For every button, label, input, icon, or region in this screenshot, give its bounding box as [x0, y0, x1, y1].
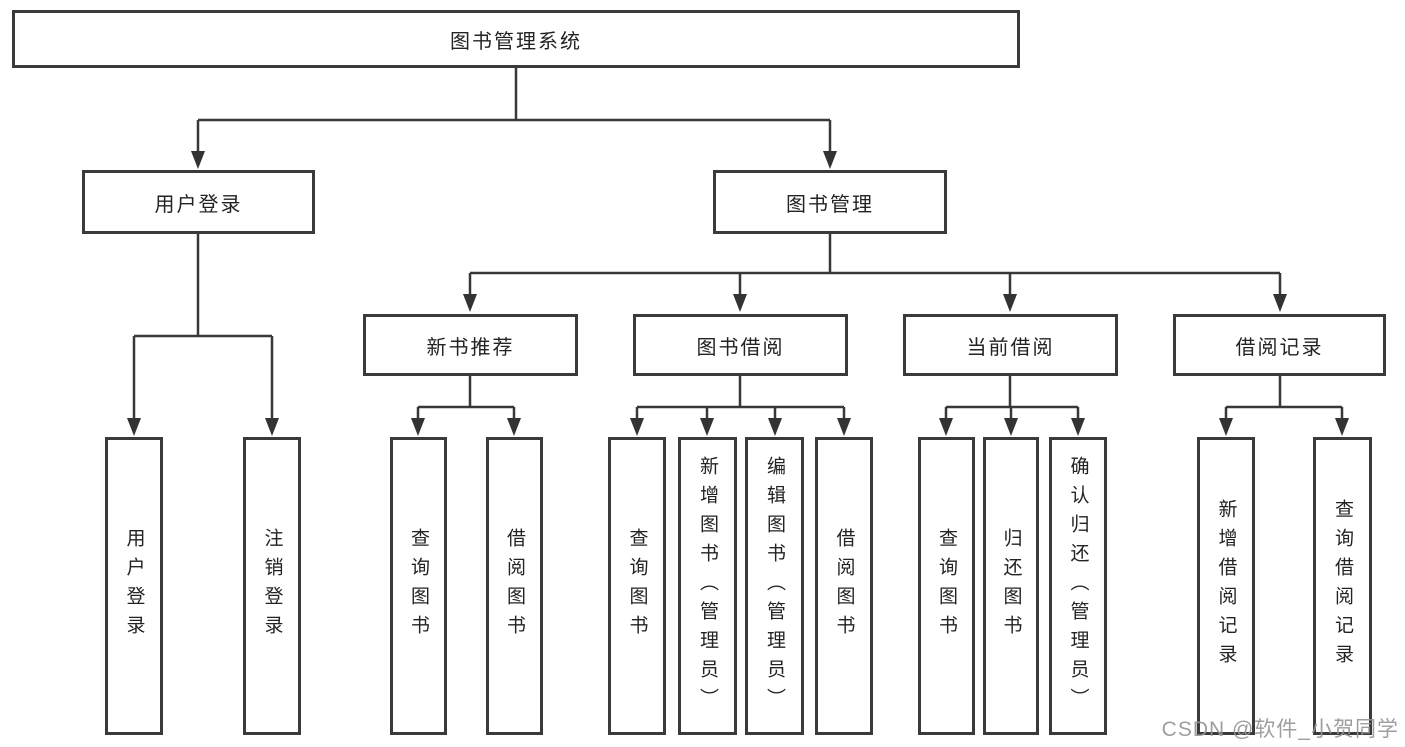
leaf-label: 归还图书	[1000, 528, 1022, 644]
node-borrowing-records: 借阅记录	[1173, 314, 1386, 376]
leaf-edit-books-admin: 编辑图书（管理员）	[745, 437, 804, 735]
leaf-label: 查询借阅记录	[1332, 499, 1353, 673]
leaf-label: 新增图书（管理员）	[697, 455, 718, 717]
node-label: 当前借阅	[966, 336, 1055, 359]
leaf-label: 编辑图书（管理员）	[764, 455, 785, 717]
csdn-watermark: CSDN @软件_小贺同学	[1161, 718, 1399, 741]
node-new-book-recommendation: 新书推荐	[363, 314, 578, 376]
node-label: 新书推荐	[426, 336, 515, 359]
node-label: 图书借阅	[696, 336, 785, 359]
leaf-query-books-3: 查询图书	[918, 437, 975, 735]
node-label: 图书管理	[786, 193, 874, 216]
leaf-add-books-admin: 新增图书（管理员）	[678, 437, 737, 735]
leaf-label: 注销登录	[261, 528, 283, 644]
node-current-borrowing: 当前借阅	[903, 314, 1118, 376]
node-library-management-system: 图书管理系统	[12, 10, 1020, 68]
node-book-borrowing: 图书借阅	[633, 314, 848, 376]
leaf-query-borrow-record: 查询借阅记录	[1313, 437, 1372, 735]
leaf-user-login: 用户登录	[105, 437, 163, 735]
leaf-label: 借阅图书	[504, 528, 525, 644]
leaf-label: 新增借阅记录	[1215, 499, 1237, 673]
leaf-label: 用户登录	[123, 528, 145, 644]
leaf-query-books-2: 查询图书	[608, 437, 666, 735]
leaf-return-books: 归还图书	[983, 437, 1039, 735]
node-label: 用户登录	[154, 193, 243, 216]
node-book-management: 图书管理	[713, 170, 947, 234]
leaf-logout: 注销登录	[243, 437, 301, 735]
leaf-label: 确认归还（管理员）	[1067, 455, 1089, 717]
leaf-borrow-books-1: 借阅图书	[486, 437, 543, 735]
leaf-confirm-return-admin: 确认归还（管理员）	[1049, 437, 1107, 735]
leaf-label: 查询图书	[408, 528, 429, 644]
leaf-label: 查询图书	[936, 528, 957, 644]
leaf-label: 查询图书	[626, 528, 648, 644]
node-label: 图书管理系统	[450, 30, 582, 53]
leaf-borrow-books-2: 借阅图书	[815, 437, 873, 735]
leaf-add-borrow-record: 新增借阅记录	[1197, 437, 1255, 735]
leaf-label: 借阅图书	[833, 528, 855, 644]
node-user-login: 用户登录	[82, 170, 315, 234]
leaf-query-books-1: 查询图书	[390, 437, 447, 735]
node-label: 借阅记录	[1235, 336, 1324, 359]
